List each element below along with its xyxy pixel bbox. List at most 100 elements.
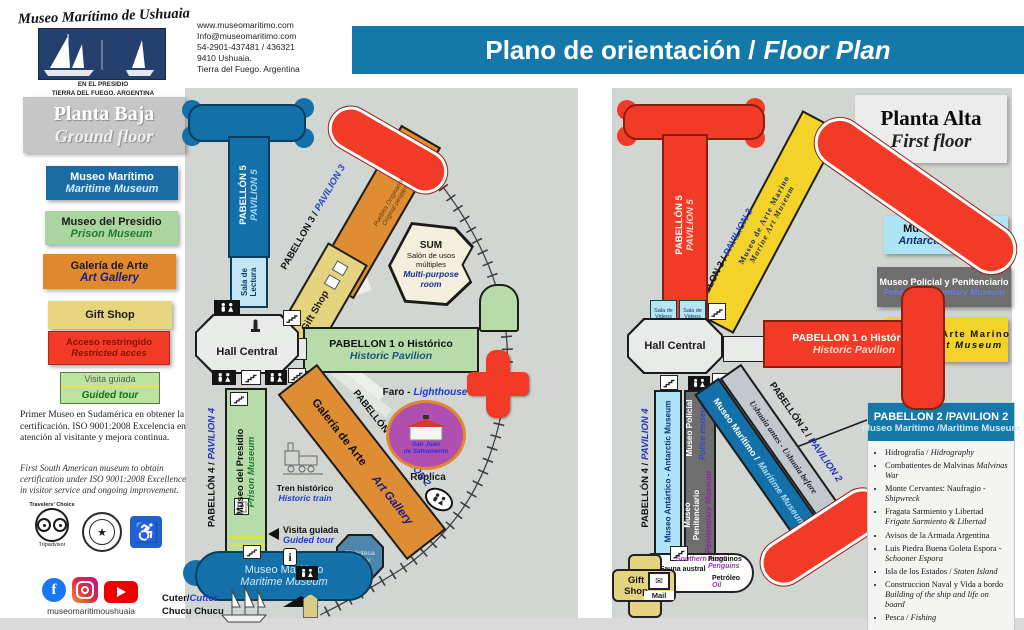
- email-link[interactable]: Info@museomaritimo.com: [197, 31, 297, 42]
- pavilion2-exhibit-list: Hidrografía / Hidrography Combatientes d…: [868, 441, 1014, 623]
- pavilion5-building-ff: [662, 134, 708, 330]
- pavilion5-building: [228, 136, 270, 258]
- list-item: Luis Piedra Buena Goleta Espora - Schoon…: [885, 544, 1010, 564]
- guided-tour-arrow-icon: [268, 528, 279, 540]
- historic-train-track: [317, 183, 513, 620]
- fauna-austral-label: Fauna austral: [660, 566, 706, 573]
- title-es: Plano de orientación /: [485, 34, 756, 65]
- pavilion1-building: PABELLON 1 o Histórico Historic Pavilion: [303, 327, 479, 373]
- antarctic-museum-strip: [654, 390, 682, 562]
- stairs-icon: [243, 545, 261, 559]
- watch-tower-icon: [303, 594, 318, 618]
- reading-room-label: Sala de Lectura: [240, 267, 258, 297]
- guided-tour-stripe: [61, 385, 159, 388]
- exhibit-picture-icon: [234, 498, 249, 515]
- ground-floor-title-box: Planta Baja Ground floor: [23, 97, 185, 153]
- pavilion4-building: [225, 388, 267, 560]
- stairs-icon: [230, 392, 248, 406]
- title-en: Floor Plan: [763, 34, 891, 65]
- tripadvisor-travelers-choice-badge: Travelers' Choice Tripadvisor: [29, 502, 75, 548]
- postal-line: 9410 Ushuaia.: [197, 53, 252, 64]
- stairs-icon: [660, 375, 678, 390]
- list-item: Construccion Naval y Vida a bordo Buildi…: [885, 580, 1010, 610]
- restroom-icon: [212, 370, 236, 385]
- mail-icon: ✉: [648, 572, 670, 590]
- iso-certification-text-es: Primer Museo en Sudamérica en obtener la…: [20, 410, 186, 444]
- logo-caption: EN EL PRESIDIO TIERRA DEL FUEGO. ARGENTI…: [51, 81, 155, 97]
- first-floor-title-box: Planta Alta First floor: [855, 95, 1007, 163]
- panel-title: PABELLON 2 /PAVILION 2: [873, 410, 1009, 423]
- hall-corridor-ff: [723, 336, 765, 362]
- list-item: Pesca / Fishing: [885, 613, 1010, 623]
- legend-restricted-access: Acceso restringido Restricted acces: [48, 331, 170, 365]
- southern-fauna-label: Southern fauna: [676, 556, 728, 563]
- excellence-award-badge: ★: [80, 510, 124, 554]
- antarctic-museum-strip-label: Museo Antártico - Antarctic Museum: [663, 400, 673, 543]
- legend-prison-museum: Museo del Presidio Prison Museum: [45, 211, 178, 245]
- prison-museum-label: Museo del Presidio Prison Museum: [235, 428, 257, 516]
- list-item: Monte Cervantes: Naufragio - Shipwreck: [885, 484, 1010, 504]
- gift-item-icon: [331, 260, 348, 277]
- restroom-icon: [265, 370, 287, 385]
- instagram-icon[interactable]: [72, 577, 98, 603]
- stairs-icon: [670, 546, 688, 561]
- pavilion4-label-ff: PABELLÓN 4 / PAVILION 4: [639, 408, 651, 528]
- pavilion2-info-panel: PABELLON 2 /PAVILION 2 Museo Marítimo /M…: [862, 403, 1020, 630]
- legend-gift-shop: Gift Shop: [48, 301, 172, 329]
- title-bar: Plano de orientación / Floor Plan: [352, 26, 1024, 74]
- legend-guided-tour: Visita guiada Guided tour: [60, 372, 160, 404]
- stairs-icon: [708, 303, 726, 320]
- restroom-icon: [296, 566, 318, 580]
- legend-maritime-museum: Museo Marítimo Maritime Museum: [46, 166, 178, 200]
- cutter-label: Cuter/Cutter Chucu Chucu: [162, 593, 224, 617]
- mail-label: Mail: [644, 591, 674, 600]
- cutter-ship-icon: [218, 581, 272, 625]
- region-line: Tierra del Fuego. Argentina: [197, 64, 300, 75]
- pavilion4-label: PABELLÓN 4 / PAVILION 4: [206, 407, 218, 528]
- restroom-icon: [420, 482, 458, 517]
- historic-train-label: Tren histórico Historic train: [276, 483, 334, 503]
- monument-icon: [250, 319, 261, 332]
- gift-item-icon: [323, 274, 340, 291]
- mountain-marker: [283, 596, 319, 607]
- list-item: Fragata Sarmiento y Libertad Frigate Sar…: [885, 507, 1010, 527]
- stairs-icon: [283, 310, 301, 326]
- reading-room: [230, 256, 268, 308]
- website-link[interactable]: www.museomaritimo.com: [197, 20, 294, 30]
- penitentiary-museum-label-en: Penitentiary Museum: [703, 470, 713, 554]
- facebook-icon[interactable]: f: [42, 578, 66, 602]
- phone-number: 54-2901-437481 / 436321: [197, 42, 295, 53]
- accessibility-icon: ♿: [130, 516, 162, 548]
- hall-central: Hall Central: [195, 314, 299, 374]
- youtube-icon[interactable]: [104, 581, 138, 603]
- historic-train-icon: [283, 441, 325, 481]
- hall-central-ff: Hall Central: [627, 318, 723, 374]
- legend-art-gallery: Galería de Arte Art Gallery: [43, 254, 176, 289]
- list-item: Isla de los Estados / Staten Island: [885, 567, 1010, 577]
- list-item: Hidrografía / Hidrography: [885, 448, 1010, 458]
- lighthouse-replica: San Juan de Salvamento: [386, 400, 466, 470]
- guided-tour-label: Visita guiada Guided tour: [283, 525, 339, 545]
- restroom-icon: [214, 300, 240, 315]
- logo-ship-image: [37, 27, 167, 81]
- police-museum-label-es: Museo Policial: [684, 399, 694, 457]
- pavilion5-label: PABELLÓN 5 PAVILION 5: [238, 165, 260, 225]
- list-item: Avisos de la Armada Argentina: [885, 531, 1010, 541]
- information-icon: i: [283, 548, 297, 566]
- lighthouse-label: Faro - Lighthouse: [382, 386, 468, 398]
- pavilion5-label-ff: PABELLÓN 5 PAVILION 5: [674, 195, 696, 255]
- contact-block: www.museomaritimo.com Info@museomaritimo…: [197, 20, 342, 75]
- penguins-label: Pingüinos Penguins: [708, 556, 742, 570]
- restricted-area-cross: [467, 350, 529, 418]
- stairs-icon: [241, 370, 261, 385]
- iso-certification-text-en: First South American museum to obtain ce…: [20, 463, 186, 495]
- panel-subtitle: Museo Marítimo /Maritime Museum: [862, 422, 1020, 434]
- social-handle: museomaritimoushuaia: [47, 606, 135, 616]
- guided-tour-path-stripe: [227, 536, 265, 539]
- pavilion1-cross-wing-ff: [901, 286, 945, 410]
- guided-tour-path-stripe: [227, 543, 265, 546]
- tripadvisor-owl-icon: [35, 508, 69, 542]
- list-item: Combatientes de Malvinas Malvinas War: [885, 461, 1010, 481]
- gift-shop-building-ff: Gift Shop: [612, 554, 682, 620]
